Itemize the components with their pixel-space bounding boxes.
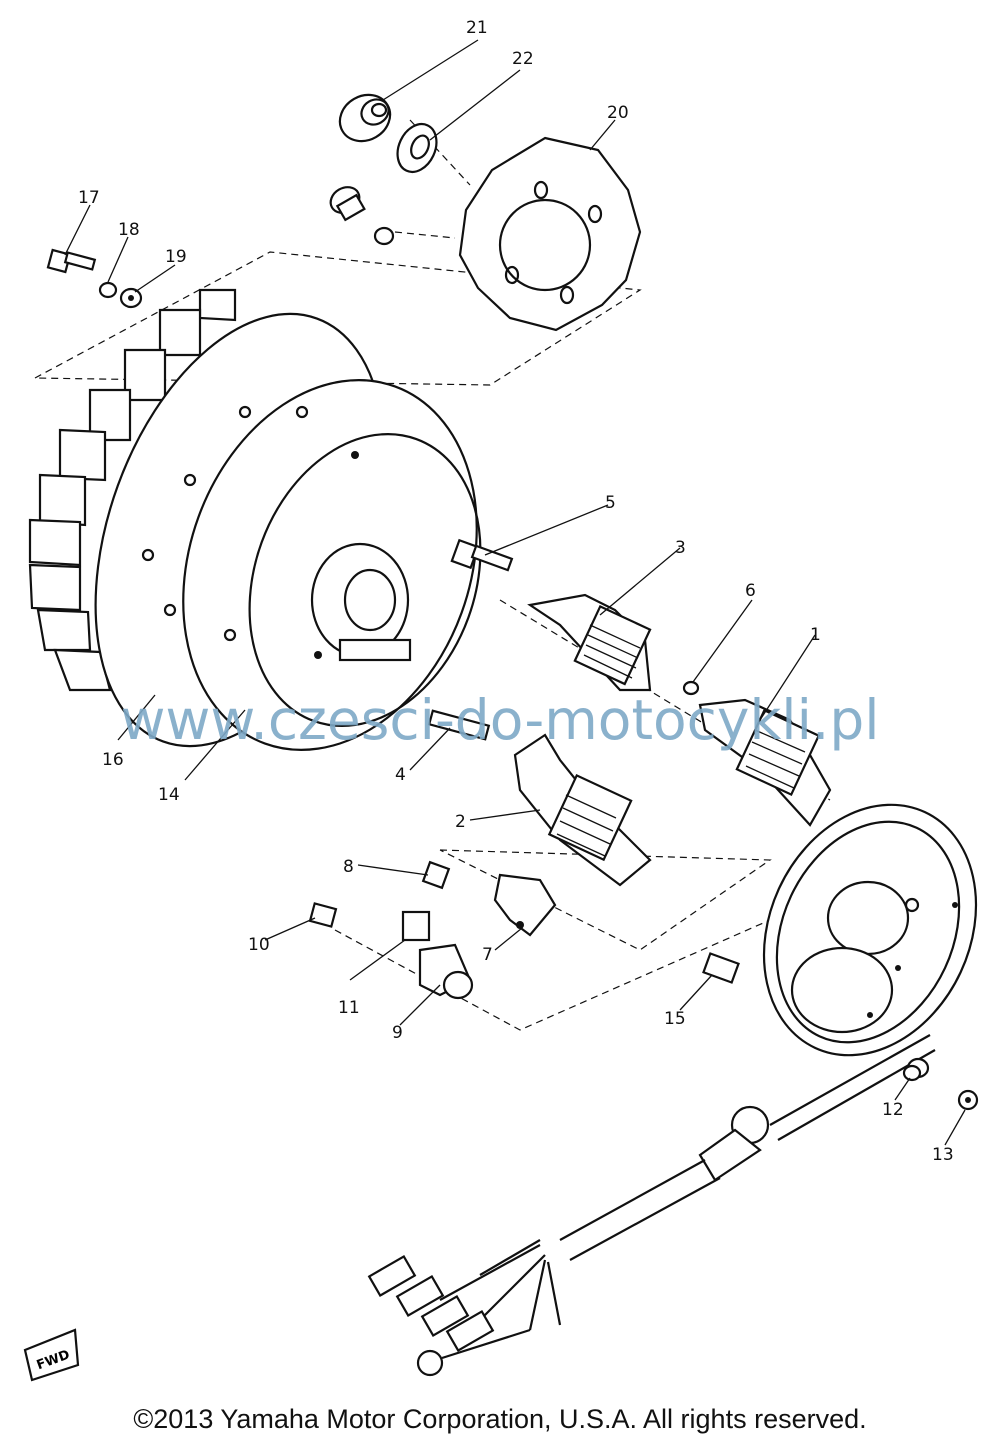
coil-part-3 xyxy=(527,593,652,692)
screw-part-13 xyxy=(957,1089,979,1111)
small-screw xyxy=(329,186,395,246)
screw-part-5 xyxy=(450,538,514,572)
callout-12: 12 xyxy=(882,1100,904,1120)
callout-5: 5 xyxy=(605,493,616,513)
callout-leaders xyxy=(64,39,966,1146)
callout-14: 14 xyxy=(158,785,180,805)
callout-16: 16 xyxy=(102,750,124,770)
washer-part-19 xyxy=(119,287,143,309)
callout-3: 3 xyxy=(675,538,686,558)
pin-part-6 xyxy=(682,680,700,696)
nut-part-21 xyxy=(338,93,392,143)
coil-part-2 xyxy=(513,733,652,887)
callout-9: 9 xyxy=(392,1023,403,1043)
screw-part-8 xyxy=(421,860,451,890)
grommet-part-12 xyxy=(902,1064,922,1082)
callout-6: 6 xyxy=(745,581,756,601)
stator-plate-part-15 xyxy=(762,803,978,1057)
callout-20: 20 xyxy=(607,103,629,123)
washer-part-18 xyxy=(98,281,118,299)
callout-7: 7 xyxy=(482,945,493,965)
callout-22: 22 xyxy=(512,49,534,69)
callout-1: 1 xyxy=(810,625,821,645)
plate-part-20 xyxy=(458,136,642,332)
callout-labels: 21 22 20 17 18 19 5 3 6 1 4 2 8 10 7 11 … xyxy=(78,18,954,1165)
screw-part-10 xyxy=(308,902,338,928)
condenser-part-9 xyxy=(418,943,474,1000)
callout-13: 13 xyxy=(932,1145,954,1165)
copyright-notice: ©2013 Yamaha Motor Corporation, U.S.A. A… xyxy=(133,1404,867,1434)
screw-part-4 xyxy=(427,709,491,741)
callout-19: 19 xyxy=(165,247,187,267)
bracket-part-11 xyxy=(401,910,431,942)
washer-part-22 xyxy=(396,122,438,174)
callout-11: 11 xyxy=(338,998,360,1018)
wire-harness xyxy=(367,1034,936,1377)
callout-10: 10 xyxy=(248,935,270,955)
coil-part-1 xyxy=(698,698,832,827)
flywheel-rotor-part-14 xyxy=(28,288,482,751)
front-direction-arrow: FWD xyxy=(23,1328,80,1382)
callout-4: 4 xyxy=(395,765,406,785)
callout-17: 17 xyxy=(78,188,100,208)
bolt-part-17 xyxy=(46,248,97,274)
callout-8: 8 xyxy=(343,857,354,877)
callout-21: 21 xyxy=(466,18,488,38)
callout-2: 2 xyxy=(455,812,466,832)
watermark-text: www.czesci-do-motocykli.pl xyxy=(120,688,880,752)
contact-breaker-part-7 xyxy=(493,873,557,937)
callout-18: 18 xyxy=(118,220,140,240)
callout-15: 15 xyxy=(664,1009,686,1029)
